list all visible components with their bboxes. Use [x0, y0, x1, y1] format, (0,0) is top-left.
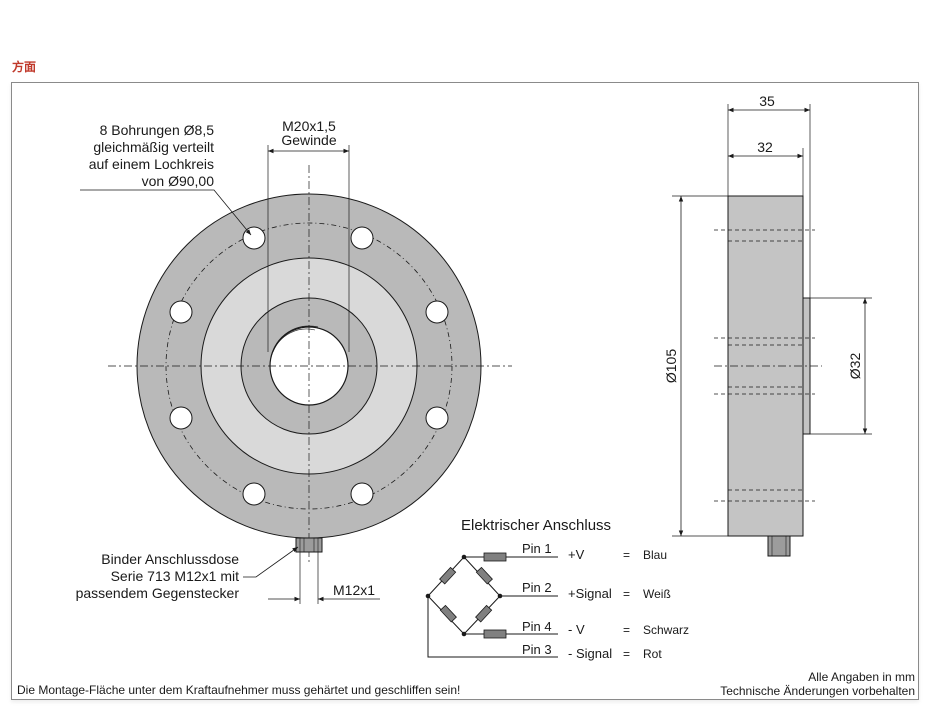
- bolt-hole: [425, 406, 449, 430]
- bridge-resistor: [439, 566, 457, 585]
- supply-resistor: [483, 629, 507, 639]
- pin-label: Pin 2: [522, 580, 552, 595]
- pin-signal: - V: [568, 622, 585, 637]
- pin-wire-color: Weiß: [643, 587, 671, 601]
- mounting-note: Die Montage-Fläche unter dem Kraftaufneh…: [17, 683, 460, 697]
- wiring-title: Elektrischer Anschluss: [461, 517, 611, 534]
- supply-resistor: [483, 552, 507, 562]
- bolt-note-line2: gleichmäßig verteilt: [93, 139, 214, 155]
- bolt-hole: [242, 226, 266, 250]
- connector-note-line3: passendem Gegenstecker: [76, 585, 240, 601]
- bridge-resistor: [475, 604, 493, 623]
- thread-label-line2: Gewinde: [281, 132, 336, 148]
- connector-body: [295, 537, 323, 553]
- thread-arc: [270, 325, 319, 358]
- bolt-hole: [425, 300, 449, 324]
- bolt-hole: [242, 482, 266, 506]
- thread-label-line1: M20x1,5: [282, 118, 336, 134]
- side-connector: [767, 535, 791, 557]
- wiring-diagram: Elektrischer Anschluss: [425, 517, 689, 661]
- bolt-hole: [169, 406, 193, 430]
- pin-wire-color: Rot: [643, 647, 662, 661]
- pin-equals: =: [623, 548, 630, 562]
- units-note: Alle Angaben in mm: [808, 670, 915, 684]
- pin-signal: +Signal: [568, 586, 612, 601]
- connector-note-line1: Binder Anschlussdose: [101, 551, 239, 567]
- pin-equals: =: [623, 623, 630, 637]
- changes-note: Technische Änderungen vorbehalten: [720, 684, 915, 698]
- pin-label: Pin 4: [522, 619, 552, 634]
- bolt-note-line4: von Ø90,00: [142, 173, 215, 189]
- bolt-note-line1: 8 Bohrungen Ø8,5: [100, 122, 215, 138]
- pin-label: Pin 3: [522, 642, 552, 657]
- pin-wire-color: Blau: [643, 548, 667, 562]
- dim-d32-label: Ø32: [847, 353, 863, 380]
- bolt-hole: [169, 300, 193, 324]
- pin-equals: =: [623, 587, 630, 601]
- pin-signal: - Signal: [568, 646, 612, 661]
- bridge-resistor: [475, 566, 493, 585]
- pin-label: Pin 1: [522, 541, 552, 556]
- bolt-note-leader: [80, 189, 252, 236]
- connector-note-line2: Serie 713 M12x1 mit: [111, 568, 240, 584]
- dim-32-label: 32: [757, 139, 773, 155]
- bolt-hole: [350, 482, 374, 506]
- front-view: M20x1,5 Gewinde 8 Bohrungen Ø8,5 gleichm…: [76, 118, 512, 604]
- side-view: 35 32 Ø105 Ø32: [663, 93, 872, 557]
- dim-35-label: 35: [759, 93, 775, 109]
- bridge-resistor: [439, 604, 457, 623]
- dim-d105-label: Ø105: [663, 349, 679, 383]
- connector-note-leader: [243, 546, 299, 578]
- pin-signal: +V: [568, 547, 585, 562]
- pin-wire-color: Schwarz: [643, 623, 689, 637]
- thread-arc-inner: [272, 328, 316, 353]
- page-title: 方面: [12, 60, 37, 74]
- bolt-hole: [350, 226, 374, 250]
- connector-thread-label: M12x1: [333, 582, 375, 598]
- pin-equals: =: [623, 647, 630, 661]
- bolt-note-line3: auf einem Lochkreis: [89, 156, 214, 172]
